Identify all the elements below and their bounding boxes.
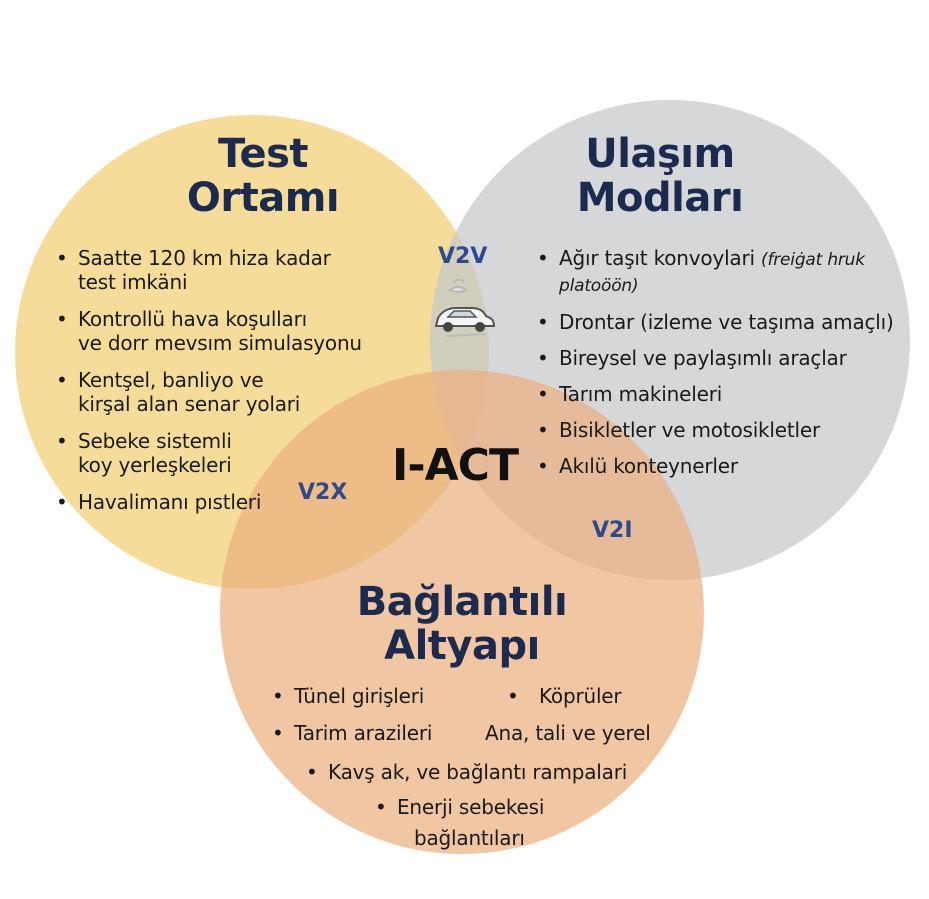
v2x-label: V2X [298, 480, 348, 505]
test-item-airport: Havalimanı pıstleri [56, 490, 416, 514]
transport-modes-title-line-2: Modları [576, 175, 744, 221]
modes-item-truck-platoon: Ağır taşıt konvoylari (freiġat hruk plat… [537, 246, 922, 298]
test-item-scenarios-line-1: Kentşel, banliyo ve [78, 368, 264, 392]
car-icon [434, 279, 496, 337]
test-environment-title-line-2: Ortamı [186, 175, 340, 221]
transport-modes-title: Ulaşım Modları [540, 132, 780, 220]
modes-item-drones: Drontar (izleme ve taşıma amaçlı) [537, 310, 922, 334]
modes-item-truck-platoon-note-b: platoöön) [559, 276, 639, 296]
test-item-weather-line-1: Kontrollü hava koşulları [78, 307, 307, 331]
modes-item-containers: Akılü konteynerler [537, 454, 922, 478]
infra-item-ramps: Kavş ak, ve bağlantı rampalari [306, 760, 627, 784]
test-item-speed-line-1: Saatte 120 km hiza kadar [78, 246, 331, 270]
connected-infrastructure-title: Bağlantılı Altyapı [326, 580, 598, 668]
infra-item-bridges: Köprüler [507, 684, 622, 708]
test-item-villages: Sebeke sistemli koy yerleşkeleri [56, 429, 416, 477]
connected-infrastructure-title-line-1: Bağlantılı [356, 579, 568, 625]
modes-item-truck-platoon-label: Ağır taşıt konvoylari [559, 246, 755, 270]
transport-modes-list: Ağır taşıt konvoylari (freiġat hruk plat… [537, 246, 922, 478]
test-environment-title: Test Ortamı [148, 132, 378, 220]
test-item-speed: Saatte 120 km hiza kadar test imkäni [56, 246, 416, 294]
test-item-villages-line-1: Sebeke sistemli [78, 429, 232, 453]
transport-modes-title-line-1: Ulaşım [585, 131, 735, 177]
infra-item-energy-grid: Enerji sebekesi [375, 795, 544, 819]
modes-item-agri-machines: Tarım makineleri [537, 382, 922, 406]
modes-item-vehicles: Bireysel ve paylaşımlı araçlar [537, 346, 922, 370]
modes-item-bikes: Bisikletler ve motosikletler [537, 418, 922, 442]
test-environment-title-line-1: Test [217, 131, 309, 177]
test-item-scenarios: Kentşel, banliyo ve kirşal alan senar yo… [56, 368, 416, 416]
test-item-airport-line-1: Havalimanı pıstleri [78, 490, 262, 514]
modes-item-truck-platoon-note-a: (freiġat hruk [761, 250, 865, 270]
test-item-speed-line-2: test imkäni [78, 270, 188, 294]
infra-item-tunnel: Tünel girişleri [272, 684, 424, 708]
v2i-label: V2I [592, 518, 633, 543]
connected-infrastructure-title-line-2: Altyapı [384, 623, 540, 669]
infra-item-roads: Ana, tali ve yerel [485, 721, 651, 745]
test-environment-list: Saatte 120 km hiza kadar test imkäni Kon… [56, 246, 416, 514]
test-item-scenarios-line-2: kirşal alan senar yolari [78, 392, 301, 416]
test-item-weather: Kontrollü hava koşulları ve dorr mevsım … [56, 307, 416, 355]
infra-item-energy-grid-line-2: bağlantıları [414, 826, 525, 850]
test-item-weather-line-2: ve dorr mevsım simulasyonu [78, 331, 362, 355]
v2v-label: V2V [438, 244, 488, 269]
center-label: I-ACT [392, 440, 519, 491]
infra-item-farmland: Tarim arazileri [272, 721, 432, 745]
test-item-villages-line-2: koy yerleşkeleri [78, 453, 232, 477]
